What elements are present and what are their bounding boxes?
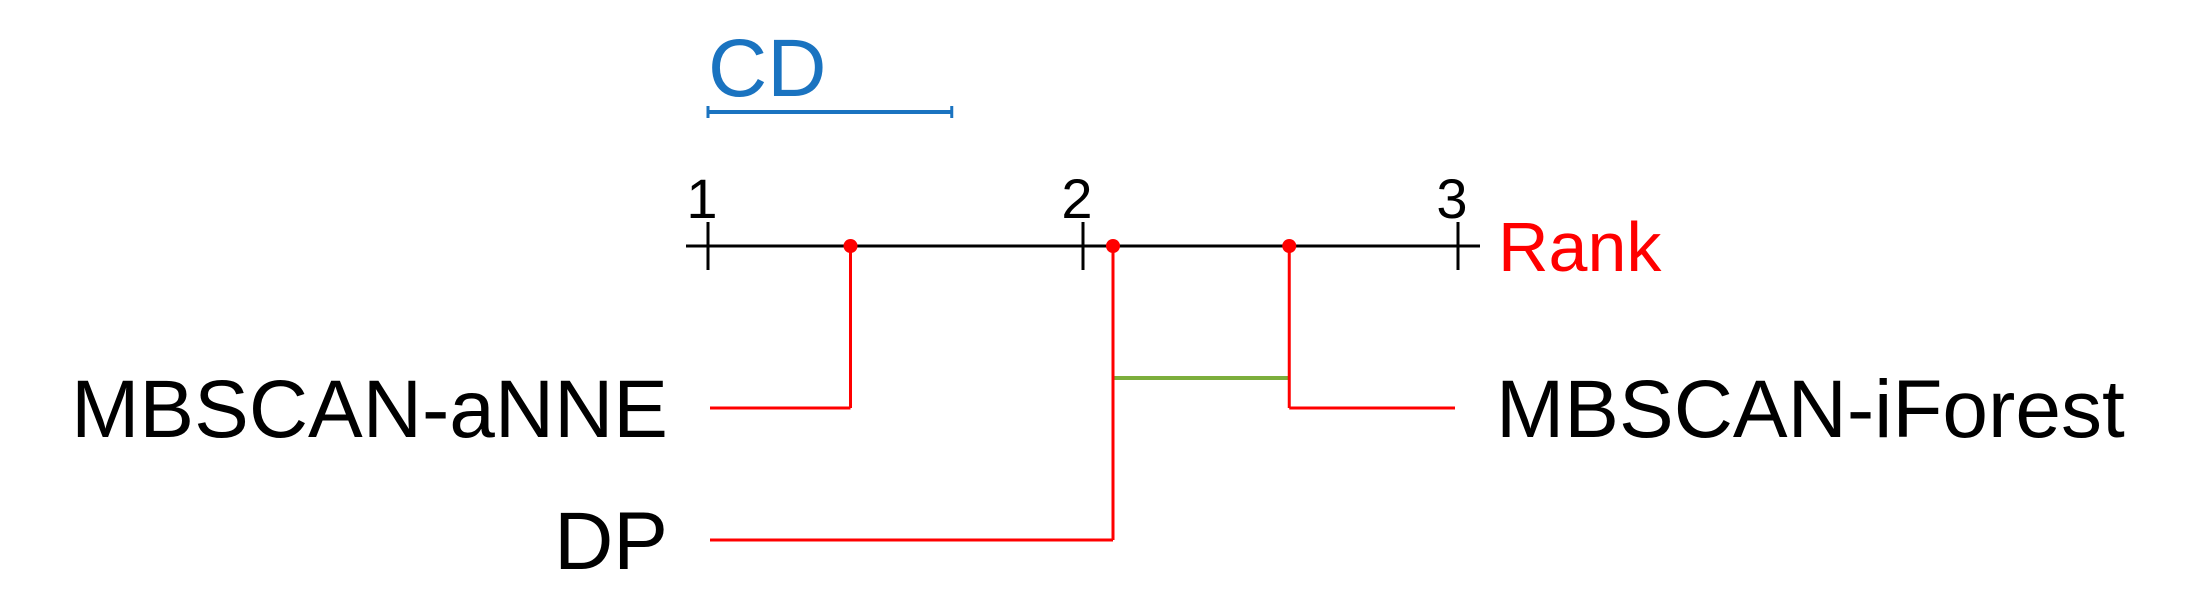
rank-dot [1282,239,1297,253]
method-label: MBSCAN-iForest [1496,364,2125,455]
tick-label: 1 [686,167,717,230]
method-label: DP [554,496,668,587]
tick-label: 2 [1061,167,1092,230]
axis-title: Rank [1498,208,1662,286]
rank-dot [1106,239,1120,253]
rank-dot [843,239,858,253]
tick-label: 3 [1436,167,1467,230]
cd-bar-group: CD [706,23,954,118]
method-label: MBSCAN-aNNE [71,364,668,455]
method-group: MBSCAN-aNNE DP MBSCAN-iForest [71,239,2125,587]
cd-label: CD [708,23,826,114]
